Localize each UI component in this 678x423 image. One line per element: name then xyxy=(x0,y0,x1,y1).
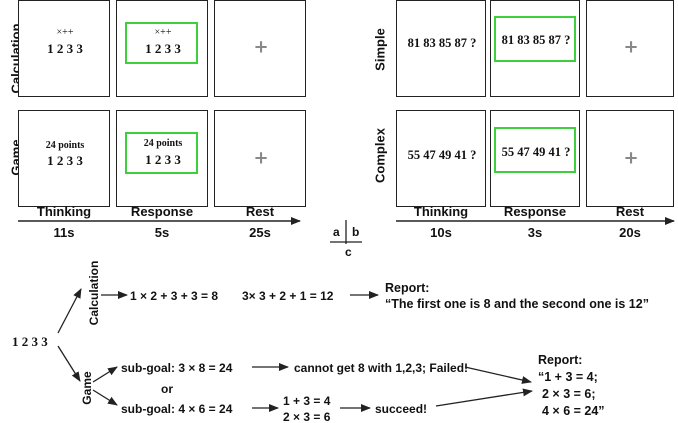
phase-thinking: Thinking xyxy=(36,204,92,219)
simple-response-screen: 81 83 85 87 ? xyxy=(490,0,580,97)
calc-report-text: “The first one is 8 and the second one i… xyxy=(385,297,649,311)
complex-sequence: 55 47 49 41 ? xyxy=(501,145,571,159)
game-equation-a: 1 + 3 = 4 xyxy=(283,394,331,408)
simple-thinking-screen: 81 83 85 87 ? xyxy=(396,0,486,97)
complex-thinking-screen: 55 47 49 41 ? xyxy=(396,110,486,207)
phase-thinking: Thinking xyxy=(413,204,469,219)
phase-rest: Rest xyxy=(245,204,275,219)
calc-equation-1: 1 × 2 + 3 + 3 = 8 xyxy=(130,289,219,303)
game-equation-b: 2 × 3 = 6 xyxy=(283,410,331,423)
legend-a: a xyxy=(333,225,340,239)
phase-rest: Rest xyxy=(615,204,645,219)
game-response-screen: 24 points 1 2 3 3 xyxy=(116,110,208,207)
game-thinking-screen: 24 points 1 2 3 3 xyxy=(18,110,110,207)
calc-response-screen: ×++ 1 2 3 3 xyxy=(116,0,208,97)
fixation-cross: + xyxy=(623,36,639,58)
calc-report-label: Report: xyxy=(385,281,430,295)
calc-response-highlight xyxy=(125,22,198,64)
complex-sequence: 55 47 49 41 ? xyxy=(407,148,477,162)
game-subgoal-1: sub-goal: 3 × 8 = 24 xyxy=(121,361,233,375)
start-digits: 1 2 3 3 xyxy=(12,334,48,349)
game-report-line-1: “1 + 3 = 4; xyxy=(538,370,598,384)
arrow-to-game xyxy=(57,345,81,382)
phase-response: Response xyxy=(130,204,194,219)
complex-response-screen: 55 47 49 41 ? xyxy=(490,110,580,207)
calc-operators: ×++ xyxy=(56,27,74,38)
calc-equation-2: 3× 3 + 2 + 1 = 12 xyxy=(242,289,334,303)
calc-digits: 1 2 3 3 xyxy=(145,41,181,56)
arrow-to-calculation xyxy=(57,288,82,334)
simple-sequence: 81 83 85 87 ? xyxy=(407,36,477,50)
arrow-fail-to-report xyxy=(464,366,532,384)
duration-response: 3s xyxy=(527,225,543,240)
calc-operators: ×++ xyxy=(154,27,172,38)
game-report-line-2: 2 × 3 = 6; xyxy=(542,387,596,401)
game-digits: 1 2 3 3 xyxy=(145,152,181,167)
legend-b: b xyxy=(352,225,360,239)
simple-sequence: 81 83 85 87 ? xyxy=(501,33,571,47)
fixation-cross: + xyxy=(623,147,639,169)
duration-rest: 20s xyxy=(619,225,641,240)
game-report-label: Report: xyxy=(538,353,583,367)
duration-thinking: 10s xyxy=(430,225,452,240)
complex-rest-screen: + xyxy=(586,110,674,207)
duration-response: 5s xyxy=(154,225,170,240)
calc-thinking-screen: ×++ 1 2 3 3 xyxy=(18,0,110,97)
fixation-cross: + xyxy=(253,147,269,169)
duration-rest: 25s xyxy=(249,225,271,240)
or-text: or xyxy=(161,382,173,396)
game-subgoal-2: sub-goal: 4 × 6 = 24 xyxy=(121,402,233,416)
game-report-line-3: 4 × 6 = 24” xyxy=(542,404,605,418)
calc-digits: 1 2 3 3 xyxy=(47,41,83,56)
arrow-to-subgoal-2 xyxy=(92,389,118,406)
arrow-to-subgoal-1 xyxy=(92,366,118,383)
game-goal-text: 24 points xyxy=(143,138,183,149)
game-fail-text: cannot get 8 with 1,2,3; Failed! xyxy=(294,361,469,375)
complex-response-highlight xyxy=(494,127,576,173)
phase-response: Response xyxy=(503,204,567,219)
duration-thinking: 11s xyxy=(53,225,75,240)
game-goal-text: 24 points xyxy=(45,140,85,151)
game-rest-screen: + xyxy=(214,110,306,207)
legend-c: c xyxy=(345,245,352,259)
game-response-highlight xyxy=(125,132,198,174)
simple-response-highlight xyxy=(494,16,576,62)
game-digits: 1 2 3 3 xyxy=(47,153,83,168)
simple-rest-screen: + xyxy=(586,0,674,97)
calc-rest-screen: + xyxy=(214,0,306,97)
arrow-succeed-to-report xyxy=(435,388,533,407)
fixation-cross: + xyxy=(253,36,269,58)
game-succeed-text: succeed! xyxy=(375,402,428,416)
